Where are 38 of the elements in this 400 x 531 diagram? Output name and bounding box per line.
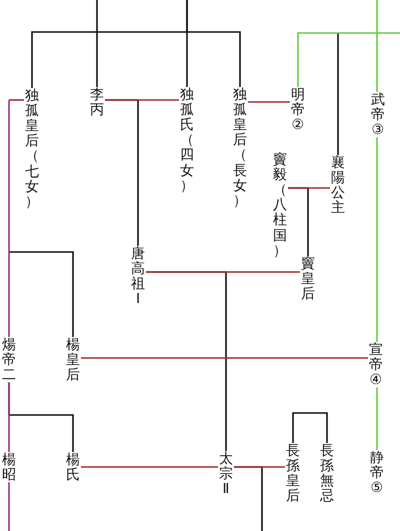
family-line: [8, 482, 10, 531]
family-line: [337, 33, 339, 155]
person-name: 独孤皇后（長女）: [232, 87, 248, 208]
family-line: [376, 137, 378, 342]
person-name: 静帝⑤: [369, 450, 385, 496]
person-name: 楊皇后: [65, 337, 81, 382]
family-line: [186, 0, 188, 87]
family-line: [9, 251, 74, 337]
family-line: [297, 32, 400, 87]
person-name: 襄陽公主: [330, 155, 346, 216]
family-line: [376, 387, 378, 450]
family-line: [96, 0, 98, 87]
family-line: [187, 31, 241, 87]
person-name: 楊氏: [65, 452, 81, 482]
person-name: 竇毅（八柱国）: [272, 152, 288, 258]
family-line: [146, 271, 300, 273]
person-name: 独孤皇后（七女）: [24, 88, 40, 209]
family-line: [8, 100, 10, 337]
person-name: 煬帝二: [1, 337, 17, 382]
family-line: [288, 187, 330, 189]
family-line: [81, 357, 368, 359]
person-name: 長孫無忌: [319, 443, 335, 504]
person-name: 李丙: [89, 87, 105, 118]
person-name: 楊昭: [1, 452, 17, 482]
family-line: [376, 0, 378, 92]
person-name: 明帝②: [290, 87, 306, 132]
family-line: [9, 99, 24, 101]
family-line: [292, 412, 328, 443]
family-line: [81, 466, 218, 468]
family-line: [234, 466, 285, 468]
person-name: 独孤氏（四女）: [179, 87, 195, 193]
person-name: 竇皇后: [300, 256, 316, 302]
family-line: [8, 382, 10, 452]
family-line: [105, 99, 179, 101]
person-name: 長孫皇后: [285, 443, 301, 504]
person-name: 武帝③: [370, 92, 386, 138]
family-line: [248, 101, 290, 103]
person-name: 宣帝④: [368, 342, 384, 388]
